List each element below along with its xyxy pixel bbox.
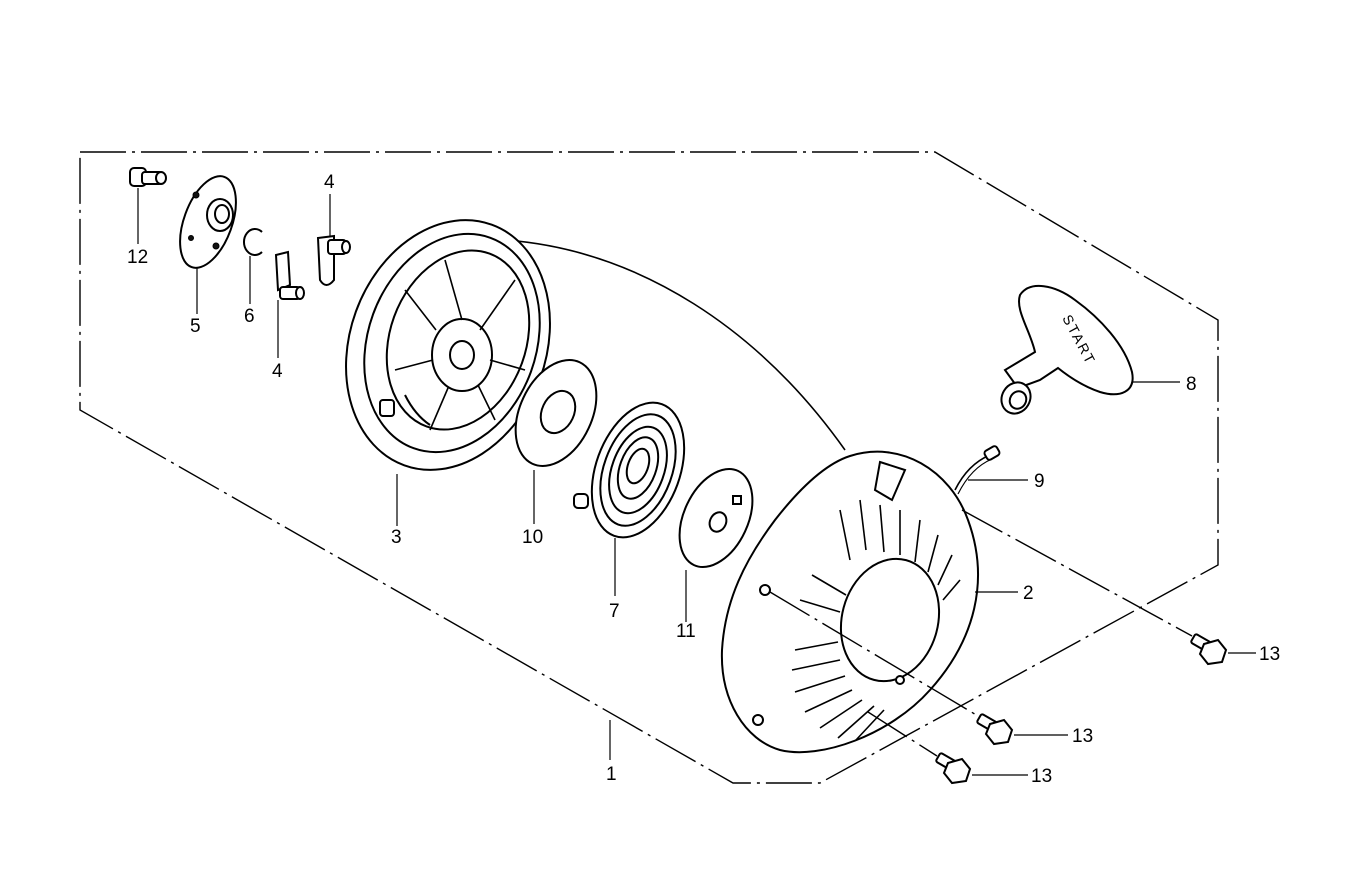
label-7: 7 [609, 601, 620, 622]
starter-pulley-part-3 [345, 219, 551, 471]
label-4-lower: 4 [272, 361, 283, 382]
set-bolt-part-12 [129, 167, 167, 187]
flange-bolt-part-13-middle [976, 713, 1014, 746]
bolt-axis-middle [769, 591, 979, 717]
flange-bolt-part-13-lower [935, 752, 972, 785]
rope-knot [983, 445, 1001, 461]
recoil-spring-part-7 [573, 401, 686, 539]
label-1: 1 [606, 764, 617, 785]
starter-case-part-2 [720, 450, 979, 754]
label-6: 6 [244, 306, 255, 327]
label-4-upper: 4 [324, 172, 335, 193]
label-9: 9 [1034, 471, 1045, 492]
washer-part-10 [514, 359, 598, 467]
label-12: 12 [127, 247, 148, 268]
starter-grip-part-8: START [1000, 284, 1134, 415]
label-11: 11 [676, 621, 696, 642]
circlip-part-6 [242, 228, 263, 256]
bolt-axis-lower [867, 711, 938, 757]
starter-rope [504, 239, 846, 451]
label-5: 5 [190, 316, 201, 337]
bolt-axis-right [961, 509, 1193, 637]
ratchet-part-4-lower [274, 250, 305, 300]
label-13-right: 13 [1259, 644, 1280, 665]
flange-bolt-part-13-right [1190, 633, 1228, 666]
label-13-middle: 13 [1072, 726, 1093, 747]
label-10: 10 [522, 527, 543, 548]
spring-plate-part-11 [678, 467, 754, 569]
assembly-boundary [79, 151, 1219, 784]
label-2: 2 [1023, 583, 1034, 604]
ratchet-part-4-upper [316, 234, 351, 286]
friction-plate-part-5 [179, 175, 237, 269]
label-3: 3 [391, 527, 402, 548]
label-13-lower: 13 [1031, 766, 1052, 787]
label-8: 8 [1186, 374, 1197, 395]
